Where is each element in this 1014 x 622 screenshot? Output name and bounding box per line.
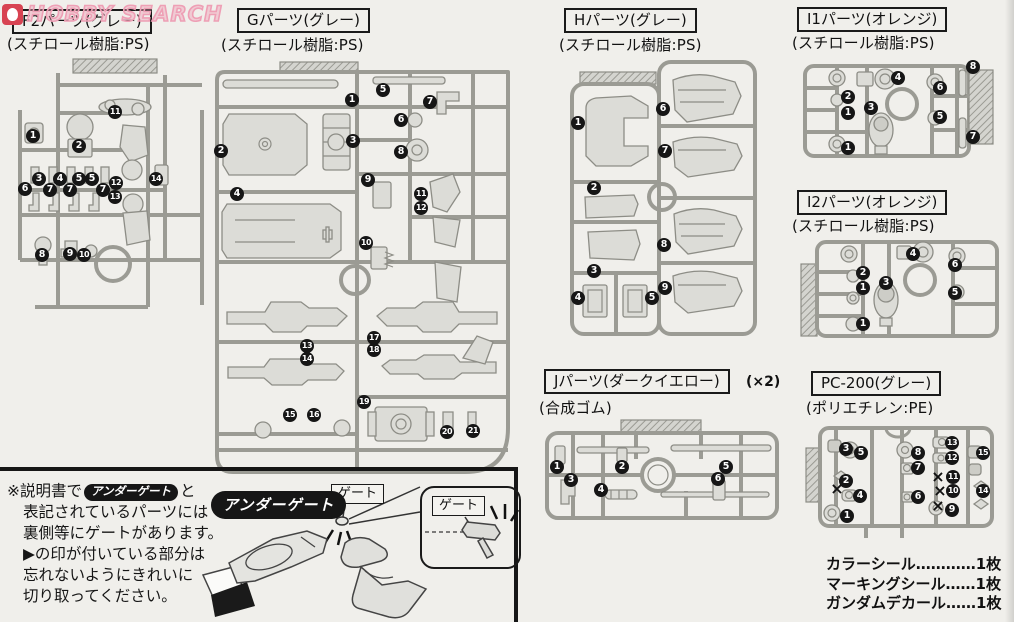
contents-item-color-seal: カラーシール…………1枚 <box>826 555 1002 573</box>
i1-runner-diagram <box>803 64 994 158</box>
j-runner-label: Jパーツ(ダークイエロー) <box>544 369 730 394</box>
h-part-shapes <box>582 74 743 318</box>
section-divider-horizontal <box>0 467 518 471</box>
g-runner-label: Gパーツ(グレー) <box>237 8 371 33</box>
undergate-section-badge: アンダーゲート <box>211 491 347 519</box>
note-line-1: ※説明書でアンダーゲートと <box>7 482 196 501</box>
hobby-search-watermark-text: HOBBY SEARCH <box>26 1 223 27</box>
h-runner-label: Hパーツ(グレー) <box>564 8 697 33</box>
note-line-4: ▶の印が付いている部分は <box>23 545 205 563</box>
nipper-illustration <box>201 530 328 617</box>
contents-item-gundam-decal: ガンダムデカール……1枚 <box>826 594 1002 612</box>
j-part-shapes <box>554 444 772 505</box>
pc200-runner-label: PC-200(グレー) <box>811 371 942 396</box>
undergate-illustration <box>201 486 520 619</box>
gate-callout-box <box>420 486 521 569</box>
g-part-shapes <box>221 76 498 442</box>
j-runner-diagram <box>545 419 779 520</box>
h-runner-material: (スチロール樹脂:PS) <box>559 36 702 54</box>
cut-part-illustration <box>340 536 428 619</box>
i1-runner-material: (スチロール樹脂:PS) <box>792 34 935 52</box>
i1-part-shapes <box>828 68 967 155</box>
i2-runner-material: (スチロール樹脂:PS) <box>792 217 935 235</box>
undergate-note: ※説明書でアンダーゲートと 表記されているパーツには 裏側等にゲートがあります。… <box>7 481 225 607</box>
i2-runner-label: I2パーツ(オレンジ) <box>797 190 948 215</box>
j-runner-quantity: (×2) <box>746 374 781 390</box>
note-line-2: 表記されているパーツには <box>23 503 209 521</box>
scan-edge-shadow <box>1005 0 1014 622</box>
undergate-inline-badge: アンダーゲート <box>84 484 179 501</box>
i1-runner-label: I1パーツ(オレンジ) <box>797 7 948 32</box>
pc200-runner-diagram <box>805 426 994 538</box>
f2-runner-label: F2パーツ(グレー) <box>12 9 152 34</box>
callout-detail <box>425 504 520 559</box>
pc200-runner-material: (ポリエチレン:PE) <box>806 399 934 417</box>
note-line-3: 裏側等にゲートがあります。 <box>23 524 223 542</box>
kit-contents-list: カラーシール…………1枚 マーキングシール……1枚 ガンダムデカール……1枚 <box>826 555 1001 614</box>
contents-item-marking-seal: マーキングシール……1枚 <box>826 574 1001 593</box>
f2-runner-diagram <box>18 58 204 309</box>
section-divider-vertical <box>514 467 518 622</box>
j-runner-material: (合成ゴム) <box>539 399 612 417</box>
note-line-5: 忘れないようにきれいに <box>23 566 194 584</box>
g-runner-material: (スチロール樹脂:PS) <box>221 36 364 54</box>
callout-gate-label: ゲート <box>432 496 486 516</box>
pc200-part-shapes <box>823 436 990 522</box>
h-runner-diagram <box>570 60 757 336</box>
gate-nub <box>335 516 349 526</box>
hobby-search-logo-icon <box>2 3 23 25</box>
f2-runner-material: (スチロール樹脂:PS) <box>7 35 150 53</box>
note-line-6: 切り取ってください。 <box>23 587 177 605</box>
g-runner-diagram <box>215 61 510 474</box>
i2-runner-diagram <box>800 240 999 338</box>
hobby-search-watermark: HOBBY SEARCH <box>2 1 223 27</box>
